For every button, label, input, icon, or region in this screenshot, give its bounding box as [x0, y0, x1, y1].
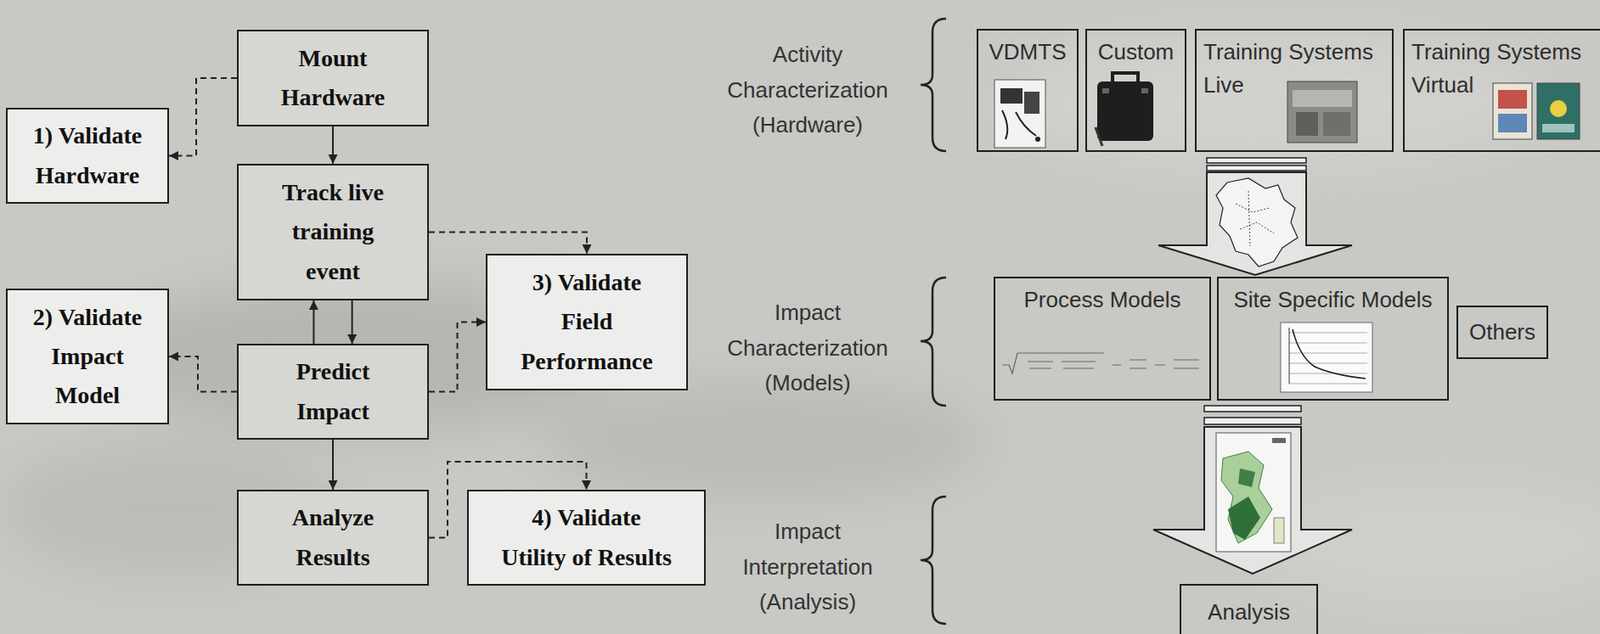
text-line: Hardware — [281, 84, 385, 111]
text-line: 3) Validate — [532, 269, 642, 296]
text-line: Model — [55, 382, 120, 409]
text-line: Activity — [772, 41, 843, 68]
text-line: Virtual — [1411, 72, 1474, 98]
flow-arrow — [351, 300, 354, 344]
validation-box: 2) Validate Impact Model — [5, 288, 170, 425]
model-box: Site Specific Models — [1216, 276, 1449, 401]
text-line: Hardware — [35, 162, 140, 189]
block-arrow — [1153, 405, 1353, 575]
node-text: Site Specific Models — [1233, 283, 1432, 317]
text-line: Impact — [774, 299, 841, 326]
case-icon — [1095, 73, 1154, 147]
chart-image — [1280, 322, 1373, 393]
node-text: 4) Validate Utility of Results — [501, 498, 672, 577]
text-line: Impact — [296, 398, 370, 425]
hardware-box: Training Systems Live — [1194, 28, 1394, 153]
node-text: Training Systems Live — [1203, 35, 1374, 102]
process-box: Mount Hardware — [236, 29, 429, 127]
node-text: Analyze Results — [292, 498, 374, 577]
model-box: Others — [1456, 305, 1549, 360]
text-line: Utility of Results — [501, 544, 672, 571]
device-icon — [994, 79, 1046, 148]
text-line: (Models) — [764, 370, 851, 396]
node-text: Process Models — [1024, 283, 1182, 317]
validation-box: 1) Validate Hardware — [5, 107, 170, 204]
process-box: Predict Impact — [236, 343, 429, 440]
hardware-box: Custom — [1085, 28, 1187, 153]
text-line: Training Systems — [1203, 39, 1374, 65]
text-line: 1) Validate — [33, 122, 142, 149]
text-line: Analyze — [292, 504, 374, 531]
text-line: 4) Validate — [531, 504, 641, 531]
text-line: Performance — [520, 348, 653, 375]
dashed-arrow — [428, 232, 587, 255]
node-text: Analysis — [1207, 596, 1291, 630]
node-text: VDMTS — [989, 35, 1067, 69]
node-text: Mount Hardware — [281, 39, 385, 118]
flow-arrow — [332, 126, 334, 164]
validation-box: 3) Validate Field Performance — [485, 253, 688, 391]
analysis-box: Analysis — [1179, 584, 1319, 634]
row-label: Activity Characterization (Hardware) — [726, 37, 888, 144]
text-line: Interpretation — [742, 553, 873, 580]
text-line: event — [305, 258, 361, 285]
hardware-box: Training Systems Virtual — [1402, 28, 1600, 153]
dashed-arrow — [169, 78, 237, 157]
node-text: Training Systems Virtual — [1411, 35, 1582, 102]
text-line: Live — [1203, 72, 1245, 98]
text-line: (Hardware) — [752, 112, 863, 138]
text-line: training — [292, 218, 374, 245]
text-line: Impact — [50, 343, 124, 370]
node-text: 1) Validate Hardware — [33, 116, 142, 195]
screen-icon — [1492, 83, 1580, 140]
node-text: Others — [1469, 315, 1536, 350]
text-line: Field — [561, 308, 614, 335]
dashed-arrow — [169, 356, 237, 393]
node-text: Custom — [1098, 35, 1175, 69]
process-box: Track live training event — [236, 163, 429, 301]
flow-arrow — [332, 439, 334, 491]
text-line: Results — [295, 544, 370, 571]
photo-icon — [1287, 81, 1358, 143]
model-box: Process Models — [993, 276, 1212, 401]
text-line: 2) Validate — [33, 304, 142, 331]
row-label: Impact Characterization (Models) — [726, 295, 888, 402]
text-line: Predict — [296, 358, 371, 385]
node-text: Track live training event — [281, 173, 384, 292]
node-text: Predict Impact — [296, 352, 371, 431]
text-line: Mount — [298, 45, 368, 72]
hardware-box: VDMTS — [976, 28, 1079, 153]
block-arrow — [1158, 157, 1353, 276]
formula-image — [1002, 353, 1200, 374]
dashed-arrow — [428, 322, 486, 393]
text-line: (Analysis) — [759, 589, 857, 615]
node-text: 3) Validate Field Performance — [520, 263, 653, 382]
flow-arrow — [312, 300, 315, 344]
node-text: 2) Validate Impact Model — [33, 298, 142, 417]
row-label: Impact Interpretation (Analysis) — [742, 514, 873, 621]
process-box: Analyze Results — [236, 490, 429, 586]
validation-box: 4) Validate Utility of Results — [467, 490, 706, 586]
text-line: Track live — [281, 179, 384, 206]
text-line: Characterization — [726, 334, 888, 361]
text-line: Training Systems — [1411, 39, 1582, 65]
curly-brace — [920, 18, 947, 625]
text-line: Characterization — [726, 76, 888, 102]
text-line: Impact — [774, 518, 841, 545]
